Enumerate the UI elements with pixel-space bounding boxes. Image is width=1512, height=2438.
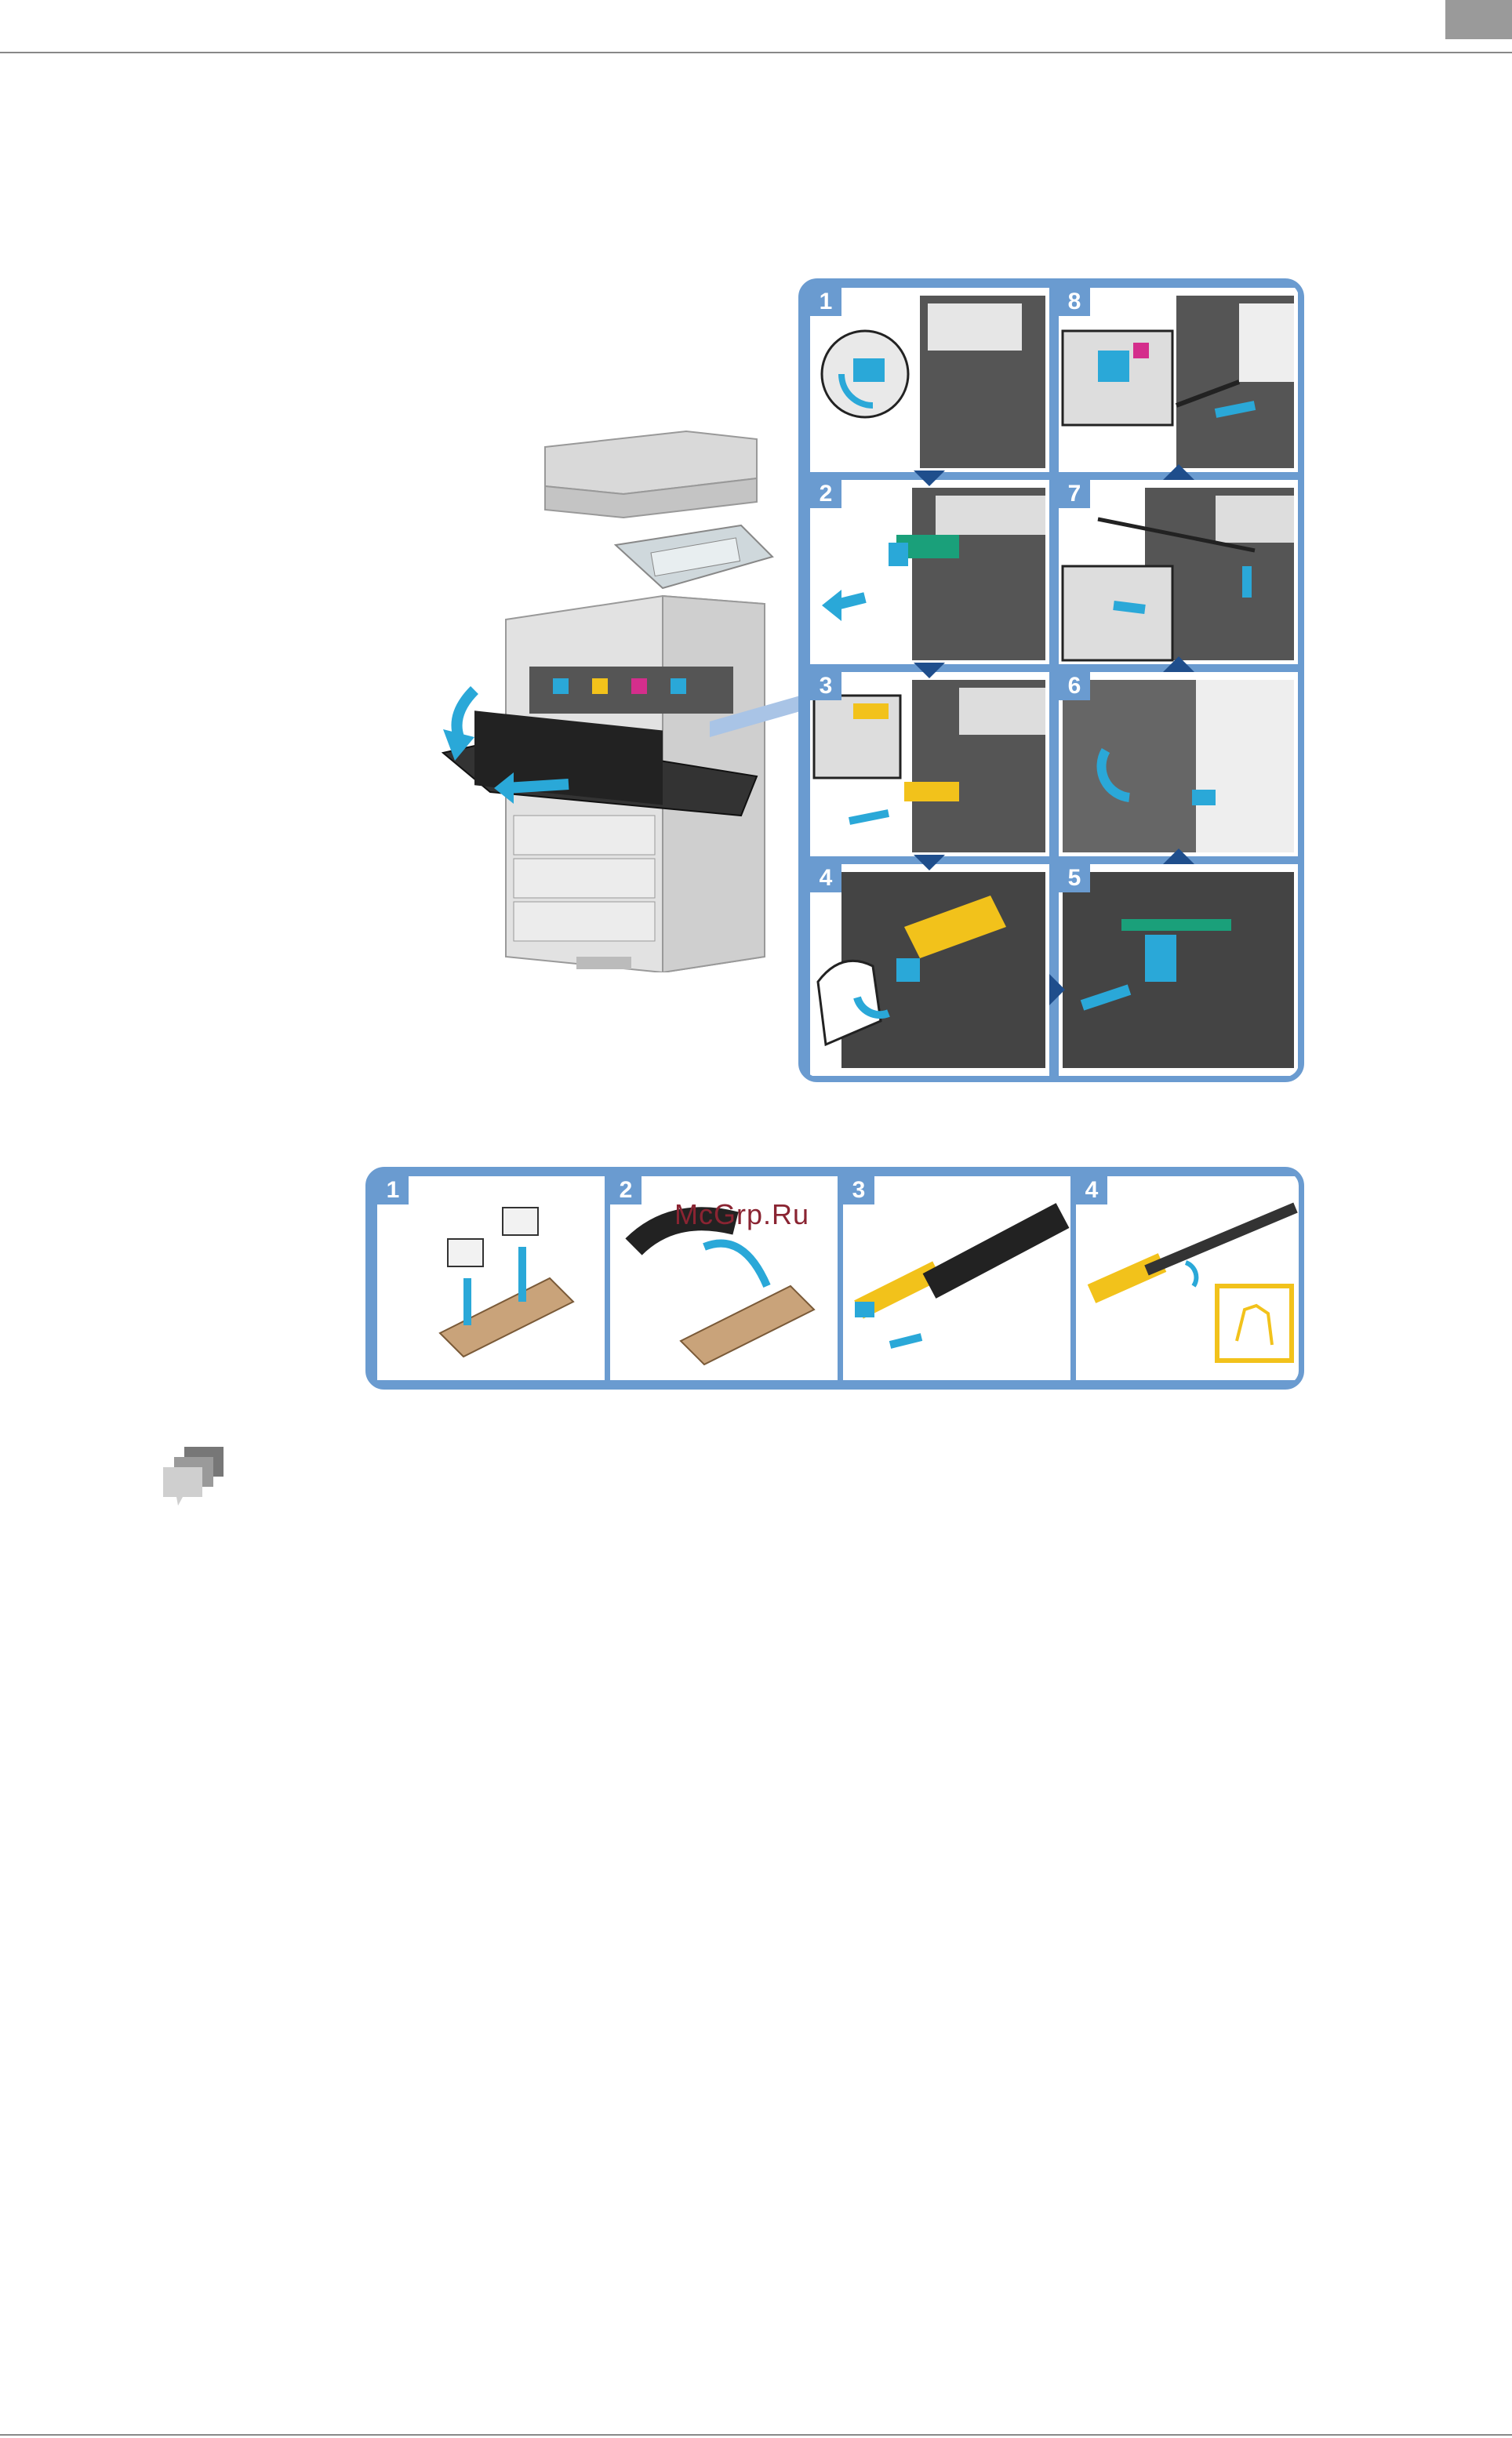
step-2-panel: 2 <box>810 480 1049 664</box>
flow-arrow-down <box>914 471 945 486</box>
step-1-panel: 1 <box>810 288 1049 472</box>
step-number: 3 <box>843 1176 874 1204</box>
step-number: 4 <box>810 864 841 892</box>
replacement-steps-figure: 1 8 2 7 3 6 4 5 <box>798 278 1304 1082</box>
step-number: 7 <box>1059 480 1090 508</box>
prep-step-4-panel: 4 <box>1076 1176 1303 1380</box>
flow-arrow-up <box>1163 656 1194 672</box>
step-7-panel: 7 <box>1059 480 1298 664</box>
flow-arrow-right <box>1049 974 1065 1005</box>
step-5-panel: 5 <box>1059 864 1298 1076</box>
preparation-steps-figure: 1 2 3 4 <box>365 1167 1304 1390</box>
note-stack-icon <box>161 1443 227 1510</box>
header-corner-tab <box>1445 0 1512 39</box>
printer-illustration <box>427 408 820 972</box>
flow-arrow-down <box>914 663 945 678</box>
step-8-panel: 8 <box>1059 288 1298 472</box>
step-number: 2 <box>610 1176 642 1204</box>
prep-step-3-panel: 3 <box>843 1176 1070 1380</box>
step-number: 3 <box>810 672 841 700</box>
step-4-panel: 4 <box>810 864 1049 1076</box>
watermark-text: McGrp.Ru <box>674 1198 809 1231</box>
step-number: 1 <box>810 288 841 316</box>
step-number: 6 <box>1059 672 1090 700</box>
flow-arrow-down <box>914 855 945 870</box>
step-number: 5 <box>1059 864 1090 892</box>
flow-arrow-up <box>1163 848 1194 864</box>
step-3-panel: 3 <box>810 672 1049 856</box>
step-number: 1 <box>377 1176 409 1204</box>
header-rule <box>0 52 1512 53</box>
flow-arrow-up <box>1163 464 1194 480</box>
step-number: 8 <box>1059 288 1090 316</box>
step-number: 4 <box>1076 1176 1107 1204</box>
step-6-panel: 6 <box>1059 672 1298 856</box>
prep-step-1-panel: 1 <box>377 1176 605 1380</box>
footer-rule <box>0 2434 1512 2436</box>
step-number: 2 <box>810 480 841 508</box>
